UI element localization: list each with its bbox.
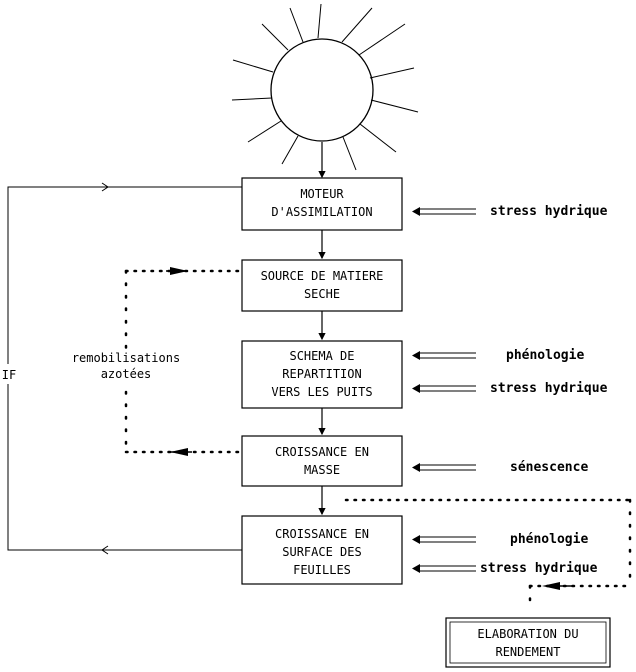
factor-arrow-masse-senescence bbox=[412, 463, 476, 472]
yield-path bbox=[344, 498, 632, 606]
box-moteur-line-1: MOTEUR bbox=[300, 187, 344, 201]
box-masse: CROISSANCE EN MASSE bbox=[241, 435, 403, 487]
box-surface-line-1: CROISSANCE EN bbox=[275, 527, 369, 541]
box-schema-line-1: SCHEMA DE bbox=[289, 349, 354, 363]
box-moteur: MOTEUR D'ASSIMILATION bbox=[241, 177, 403, 231]
box-source: SOURCE DE MATIERE SECHE bbox=[241, 259, 403, 312]
box-source-line-2: SECHE bbox=[304, 287, 340, 301]
factor-label-schema-phenologie: phénologie bbox=[506, 348, 584, 363]
remobilisation-label-line-1: remobilisations bbox=[72, 351, 180, 365]
box-moteur-line-2: D'ASSIMILATION bbox=[271, 205, 372, 219]
factor-arrow-moteur-stress bbox=[412, 207, 476, 216]
box-masse-line-1: CROISSANCE EN bbox=[275, 445, 369, 459]
feedback-label: IF bbox=[2, 368, 16, 382]
box-surface-line-2: SURFACE DES bbox=[282, 545, 361, 559]
factor-arrow-surface-phenologie bbox=[412, 535, 476, 544]
factor-label-surface-stress: stress hydrique bbox=[480, 561, 598, 576]
factor-arrow-schema-phenologie bbox=[412, 351, 476, 360]
factor-arrow-schema-stress bbox=[412, 384, 476, 393]
remobilisation-loop: remobilisations azotées bbox=[72, 267, 244, 456]
box-rendement: ELABORATION DU RENDEMENT bbox=[445, 617, 611, 668]
factor-label-surface-phenologie: phénologie bbox=[510, 532, 588, 547]
factor-label-schema-stress: stress hydrique bbox=[490, 381, 608, 396]
box-schema-line-2: REPARTITION bbox=[282, 367, 361, 381]
box-schema-line-3: VERS LES PUITS bbox=[271, 385, 372, 399]
box-source-line-1: SOURCE DE MATIERE bbox=[261, 269, 384, 283]
factor-arrows bbox=[412, 207, 476, 573]
box-masse-line-2: MASSE bbox=[304, 463, 340, 477]
feedback-loop: IF bbox=[2, 182, 242, 555]
factor-label-masse-senescence: sénescence bbox=[510, 460, 588, 475]
box-surface: CROISSANCE EN SURFACE DES FEUILLES bbox=[241, 515, 403, 585]
box-surface-line-3: FEUILLES bbox=[293, 563, 351, 577]
remobilisation-label-line-2: azotées bbox=[101, 367, 152, 381]
box-schema: SCHEMA DE REPARTITION VERS LES PUITS bbox=[241, 340, 403, 409]
sun-icon bbox=[231, 3, 419, 171]
factor-arrow-surface-stress bbox=[412, 564, 476, 573]
factor-label-moteur-stress: stress hydrique bbox=[490, 204, 608, 219]
box-rendement-line-1: ELABORATION DU bbox=[477, 627, 578, 641]
box-rendement-line-2: RENDEMENT bbox=[495, 645, 560, 659]
